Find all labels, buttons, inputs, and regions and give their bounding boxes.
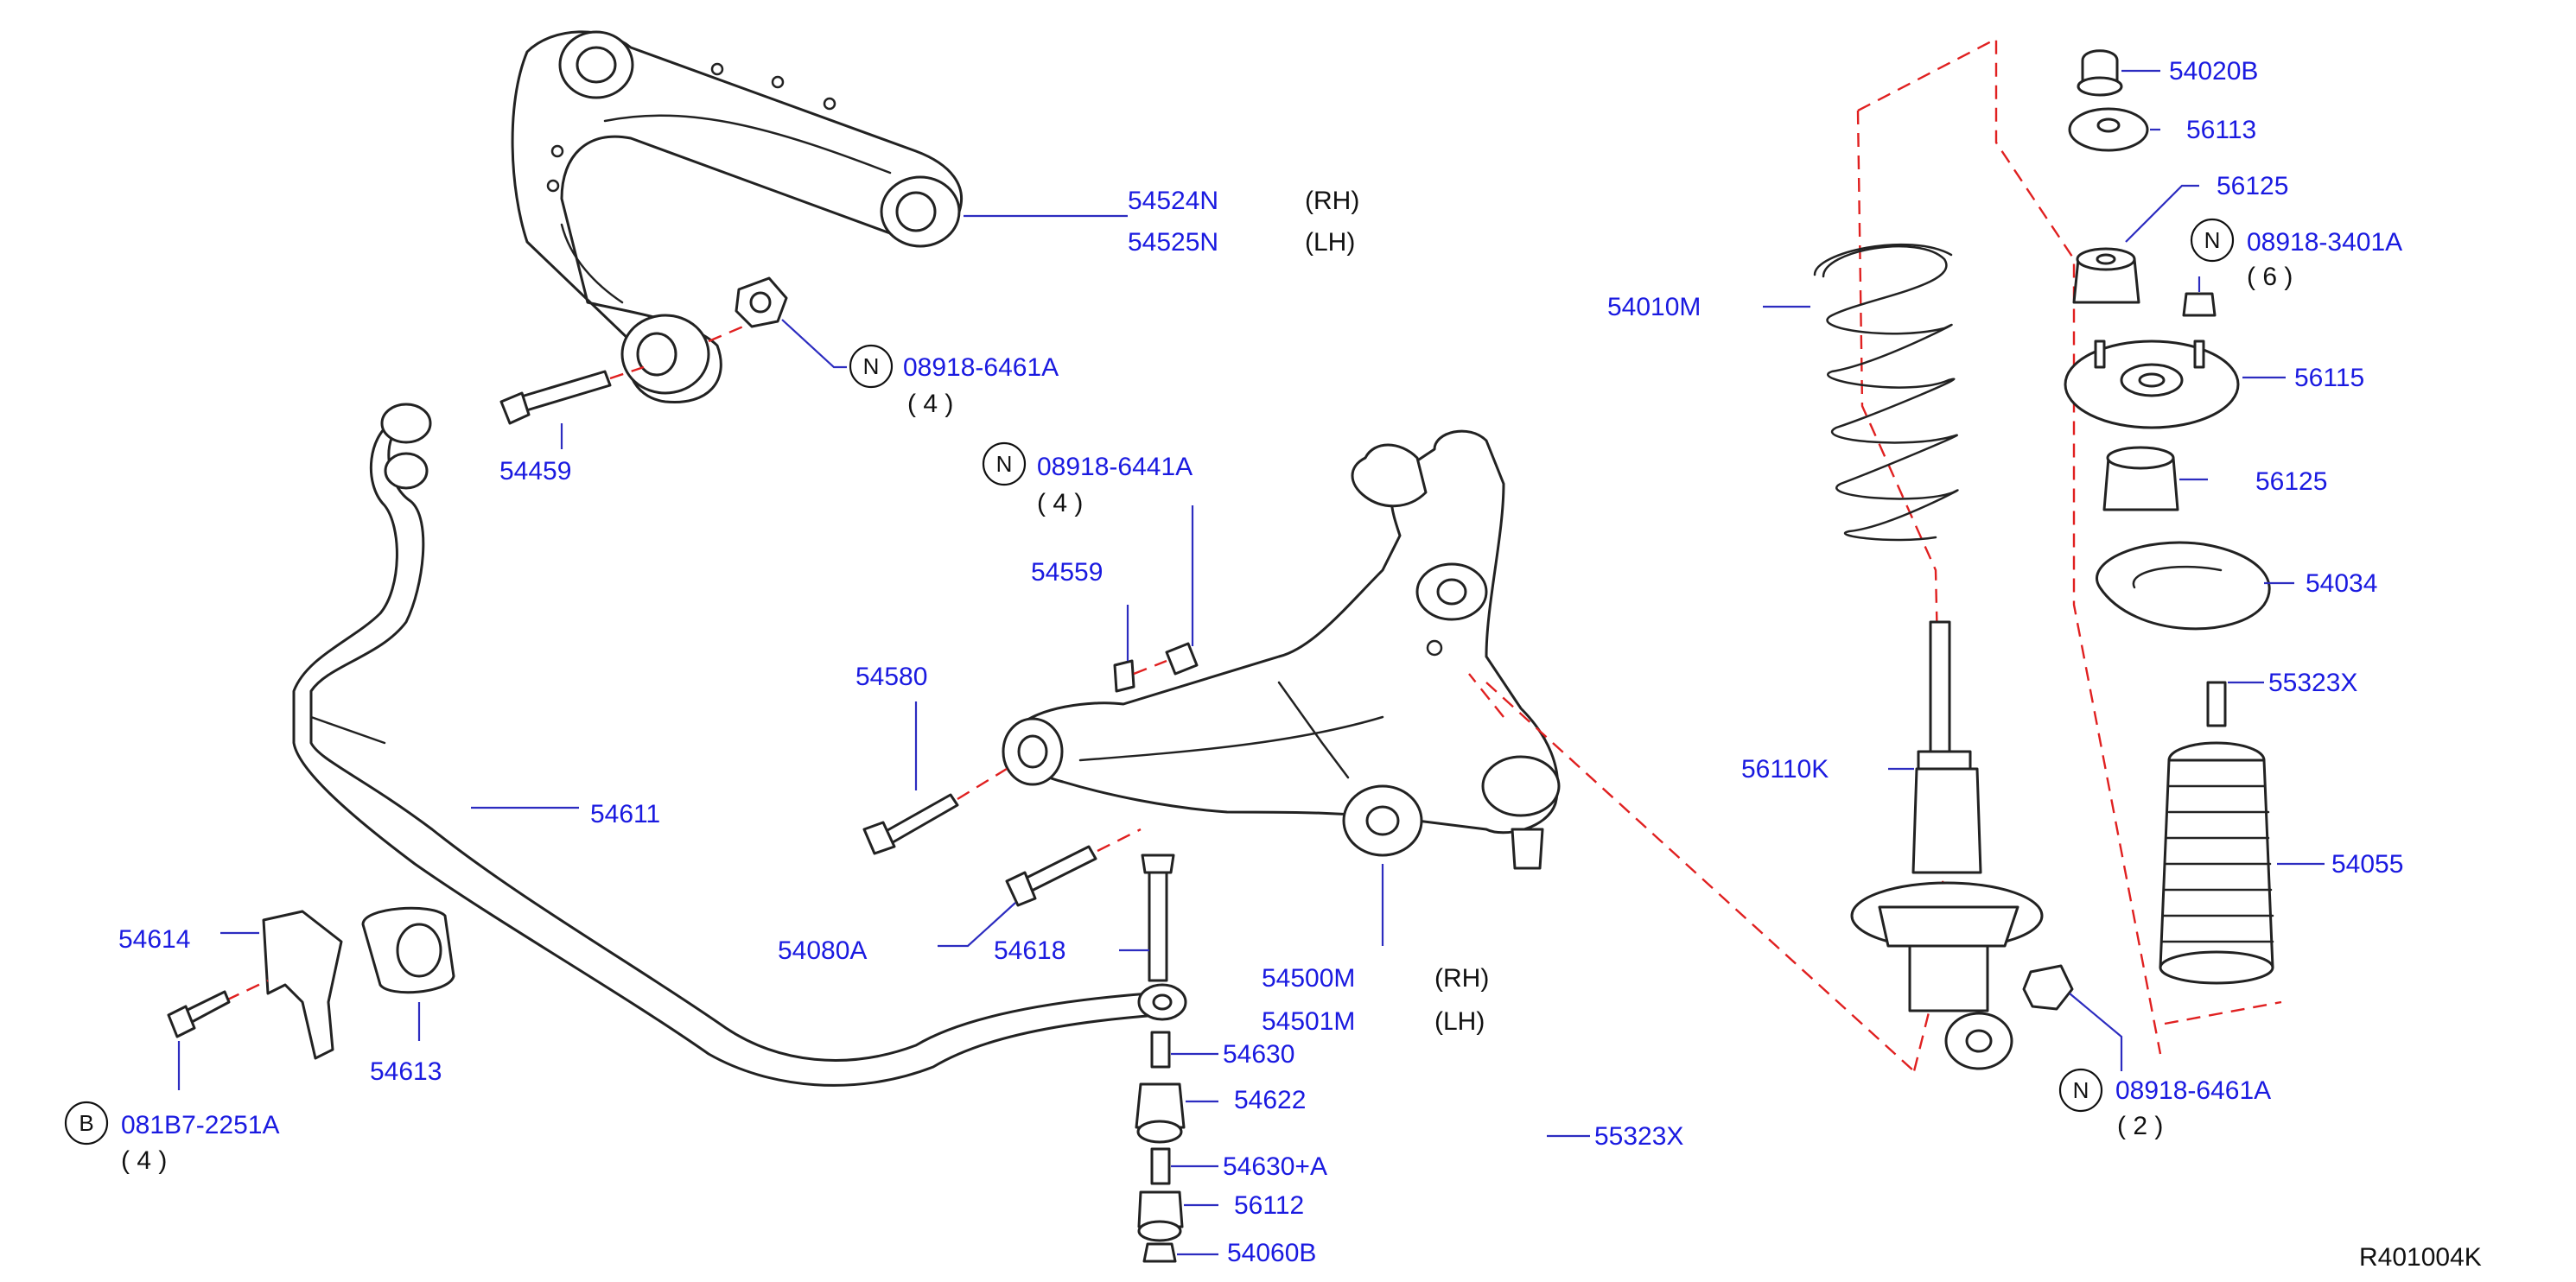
upper-arm-nut[interactable]: [735, 276, 788, 328]
label-lh-lower: (LH): [1434, 1007, 1485, 1036]
label-54501M: 54501M: [1262, 1007, 1355, 1036]
label-54580: 54580: [855, 663, 927, 691]
n-nut-symbol-icon: [2058, 1068, 2103, 1113]
qty-lower-bolt: ( 4 ): [121, 1146, 167, 1175]
link-bushing-54622[interactable]: [1135, 1082, 1186, 1144]
strut-mount-56115[interactable]: [2064, 340, 2240, 429]
label-54614: 54614: [118, 925, 190, 954]
label-54618: 54618: [994, 936, 1065, 965]
label-08918-6461A-shock: 08918-6461A: [2115, 1076, 2271, 1105]
spring-seat-54034[interactable]: [2096, 541, 2271, 631]
label-54622: 54622: [1234, 1086, 1306, 1114]
label-08918-6441A: 08918-6441A: [1037, 453, 1193, 481]
shock-nut[interactable]: [2022, 964, 2074, 1011]
link-nut-54060B[interactable]: [1142, 1242, 1177, 1263]
n-letter-shock: N: [2073, 1077, 2089, 1103]
label-08918-3401A: 08918-3401A: [2247, 228, 2402, 257]
bolt-54080A[interactable]: [1005, 845, 1097, 907]
label-54630: 54630: [1223, 1040, 1294, 1069]
label-rh-upper: (RH): [1305, 187, 1359, 215]
label-56113: 56113: [2186, 116, 2256, 144]
dust-boot-54055[interactable]: [2159, 741, 2274, 985]
label-54613: 54613: [370, 1057, 442, 1086]
diagram-code: R401004K: [2359, 1243, 2482, 1272]
label-rh-lower: (RH): [1434, 964, 1489, 993]
lower-arm-nut[interactable]: [1165, 642, 1199, 676]
mount-washer-56113[interactable]: [2068, 107, 2149, 152]
coil-spring[interactable]: [1813, 243, 1959, 542]
label-54020B: 54020B: [2169, 57, 2258, 86]
mount-nut-54020B[interactable]: [2077, 49, 2123, 97]
label-54055: 54055: [2331, 850, 2403, 879]
label-54080A: 54080A: [778, 936, 867, 965]
upper-control-arm[interactable]: [511, 30, 964, 404]
adjust-washer-54559[interactable]: [1113, 659, 1135, 693]
label-54524N: 54524N: [1128, 187, 1218, 215]
label-56115: 56115: [2294, 364, 2364, 392]
stabilizer-bushing[interactable]: [361, 906, 455, 994]
link-collar-54630A[interactable]: [1150, 1147, 1171, 1185]
qty-top-nut: ( 6 ): [2247, 263, 2293, 291]
label-54010M: 54010M: [1607, 293, 1701, 321]
mount-nut-small[interactable]: [2182, 292, 2217, 317]
n-letter-upper: N: [863, 353, 880, 379]
link-collar-54630[interactable]: [1150, 1031, 1171, 1069]
label-54034: 54034: [2306, 569, 2377, 598]
shock-absorber[interactable]: [1850, 620, 2044, 1070]
b-bolt-symbol-icon: [64, 1101, 109, 1146]
upper-arm-bolt[interactable]: [499, 370, 612, 425]
qty-mid-nut: ( 4 ): [1037, 489, 1083, 517]
label-56110K: 56110K: [1741, 755, 1829, 784]
mount-bushing-upper[interactable]: [2072, 247, 2140, 304]
bound-bumper[interactable]: [2206, 681, 2227, 727]
link-bushing-56112[interactable]: [1137, 1190, 1184, 1242]
qty-shock-nut: ( 2 ): [2117, 1112, 2163, 1140]
clamp-bolt[interactable]: [167, 990, 231, 1038]
label-54559: 54559: [1031, 558, 1103, 587]
label-081B7-2251A: 081B7-2251A: [121, 1111, 280, 1139]
label-lh-upper: (LH): [1305, 228, 1355, 257]
label-54611: 54611: [590, 800, 660, 828]
label-56125-lower: 56125: [2255, 467, 2327, 496]
label-56112: 56112: [1234, 1191, 1304, 1220]
n-letter-top: N: [2204, 227, 2221, 253]
n-nut-symbol-icon: [982, 441, 1027, 486]
n-nut-symbol-icon: [2190, 218, 2235, 263]
mount-bushing-lower[interactable]: [2102, 446, 2179, 511]
label-54525N: 54525N: [1128, 228, 1218, 257]
b-letter: B: [79, 1110, 93, 1136]
label-55323X: 55323X: [1594, 1122, 1683, 1151]
label-54630A: 54630+A: [1223, 1152, 1327, 1181]
n-letter-mid: N: [996, 451, 1013, 477]
label-54060B: 54060B: [1227, 1239, 1316, 1267]
label-56125-upper: 56125: [2217, 172, 2288, 200]
label-54500M: 54500M: [1262, 964, 1355, 993]
label-54459: 54459: [499, 457, 571, 486]
n-nut-symbol-icon: [849, 344, 894, 389]
stabilizer-link-bolt[interactable]: [1141, 854, 1175, 982]
qty-upper-nut: ( 4 ): [907, 390, 953, 418]
link-washer[interactable]: [1137, 983, 1187, 1021]
lower-arm-bolt[interactable]: [862, 793, 959, 855]
label-55323X-b: 55323X: [2268, 669, 2357, 697]
label-08918-6461A-upper: 08918-6461A: [903, 353, 1059, 382]
lower-control-arm[interactable]: [1002, 429, 1561, 870]
stabilizer-clamp[interactable]: [262, 910, 343, 1060]
